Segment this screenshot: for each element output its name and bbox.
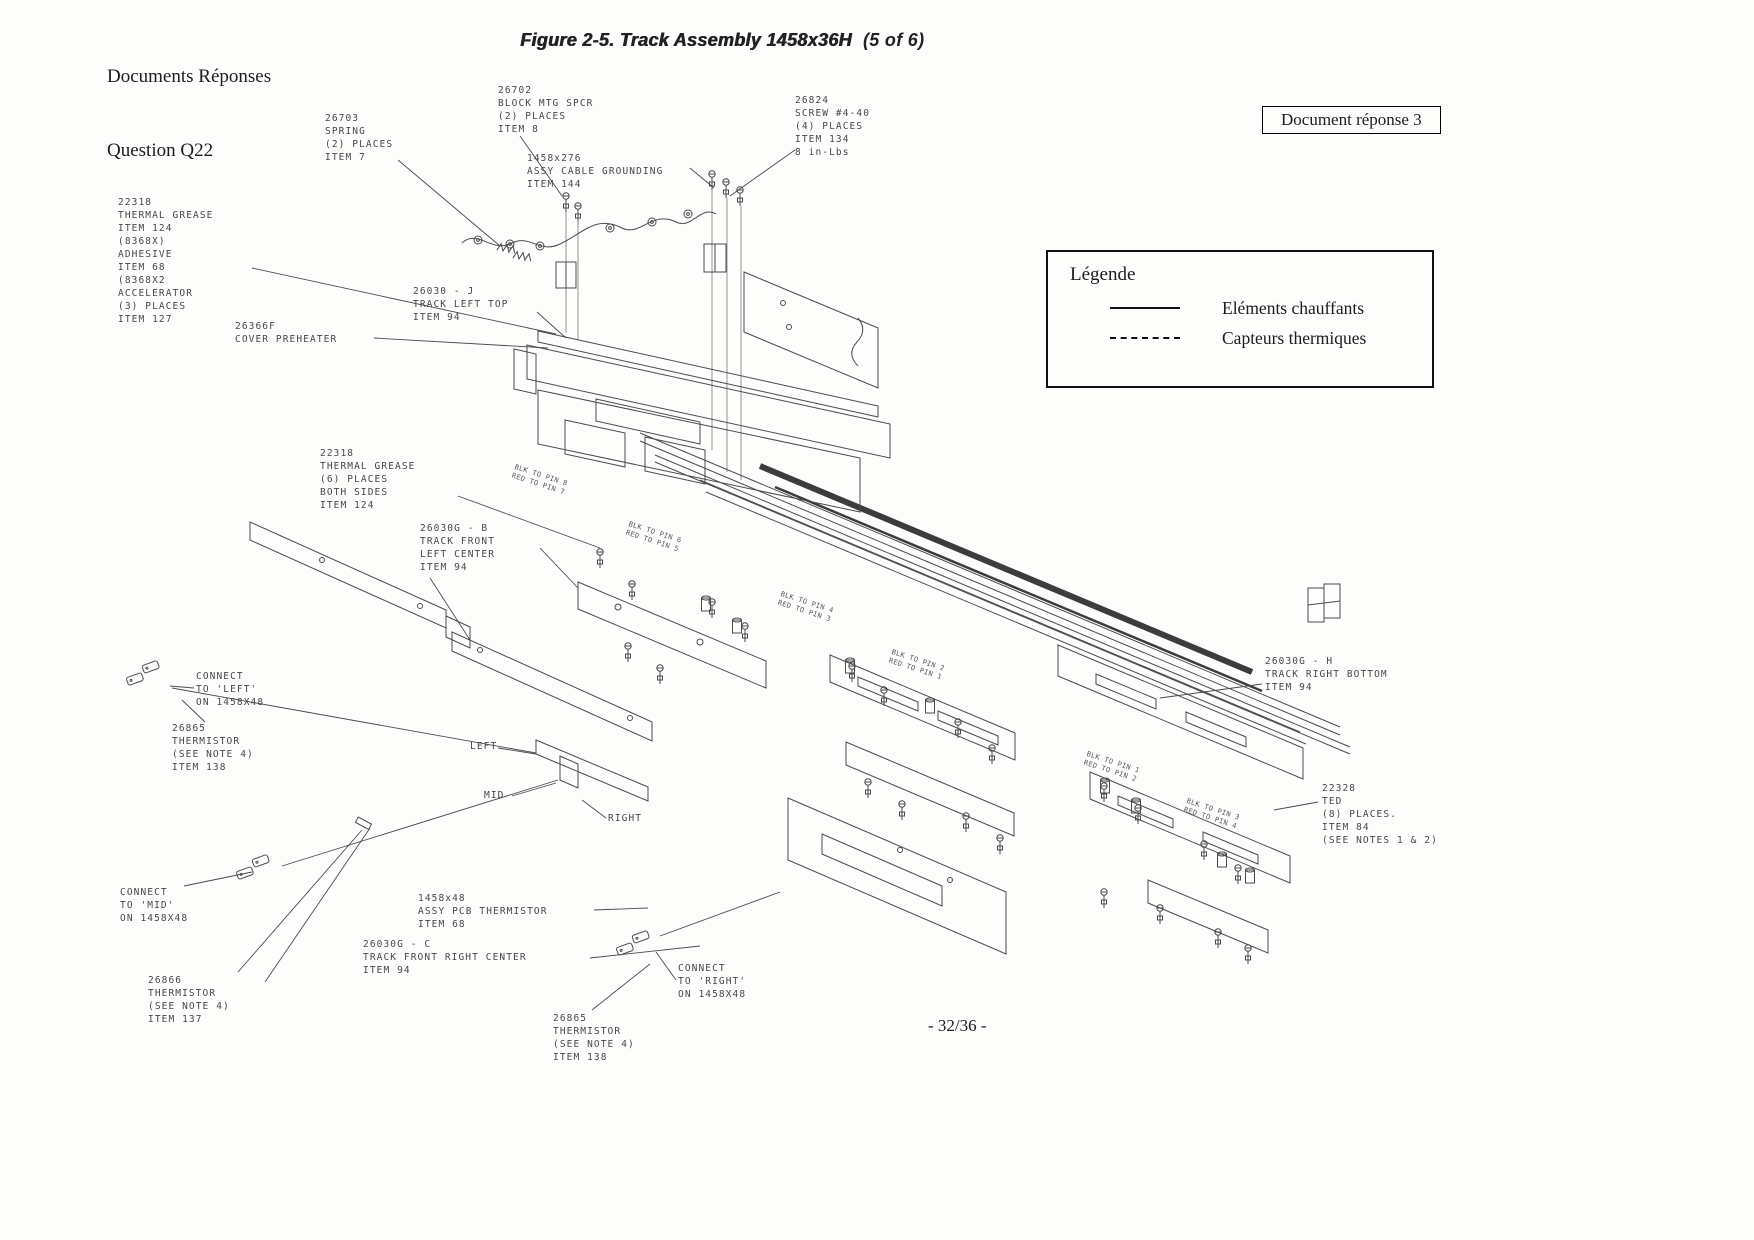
callout-connect-right: CONNECT TO 'RIGHT' ON 1458X48: [678, 963, 747, 1000]
callout-assy-cable-grounding: 1458x276 ASSY CABLE GROUNDING ITEM 144: [527, 153, 664, 190]
callout-right-marker: RIGHT: [608, 813, 643, 824]
callout-thermistor-right: 26865 THERMISTOR (SEE NOTE 4) ITEM 138: [553, 1013, 635, 1063]
documents-responses-heading: Documents Réponses: [107, 66, 272, 87]
figure-title-main: Figure 2-5. Track Assembly 1458x36H: [520, 30, 852, 50]
document-response-box: Document réponse 3: [1262, 106, 1441, 134]
callout-spring: 26703 SPRING (2) PLACES ITEM 7: [325, 113, 394, 163]
callout-track-front-right-center: 26030G - C TRACK FRONT RIGHT CENTER ITEM…: [363, 939, 527, 976]
left-plates: [249, 521, 653, 802]
leader-lines: [169, 135, 1319, 1011]
figure-title: Figure 2-5. Track Assembly 1458x36H (5 o…: [520, 30, 924, 51]
cover-assembly: [513, 271, 891, 513]
callout-assy-pcb-thermistor: 1458x48 ASSY PCB THERMISTOR ITEM 68: [418, 893, 548, 930]
connectors: [123, 659, 653, 957]
page-number: - 32/36 -: [928, 1016, 987, 1035]
grounding-cable-assembly: [461, 190, 742, 480]
callout-thermistor-mid: 26866 THERMISTOR (SEE NOTE 4) ITEM 137: [148, 975, 230, 1025]
rails: [639, 432, 1351, 755]
callout-thermal-grease-6-places: 22318 THERMAL GREASE (6) PLACES BOTH SID…: [320, 448, 416, 511]
dashed-line-sample: [1110, 337, 1180, 339]
track-segments: [577, 581, 1341, 955]
legend-label-sensors: Capteurs thermiques: [1222, 327, 1367, 348]
legend-box: Légende Eléments chauffants Capteurs the…: [1046, 250, 1434, 388]
callout-track-right-bottom: 26030G - H TRACK RIGHT BOTTOM ITEM 94: [1265, 656, 1388, 693]
callout-thermistor-left: 26865 THERMISTOR (SEE NOTE 4) ITEM 138: [172, 723, 254, 773]
document-response-label: Document réponse 3: [1281, 110, 1422, 129]
callout-cover-preheater: 26366F COVER PREHEATER: [235, 321, 338, 345]
callout-mid-marker: MID: [484, 790, 505, 801]
callout-thermal-grease-adhesive: 22318 THERMAL GREASE ITEM 124 (8368X) AD…: [118, 197, 214, 325]
callout-left-marker: LEFT: [470, 741, 498, 752]
legend-item-heating-elements: Eléments chauffants: [1110, 296, 1432, 320]
question-label: Question Q22: [107, 140, 214, 161]
legend-item-thermal-sensors: Capteurs thermiques: [1110, 326, 1432, 350]
callout-screw-4-40: 26824 SCREW #4-40 (4) PLACES ITEM 134 8 …: [795, 95, 871, 158]
solid-line-sample: [1110, 307, 1180, 309]
callout-connect-left: CONNECT TO 'LEFT' ON 1458X48: [196, 671, 265, 708]
legend-title: Légende: [1070, 264, 1136, 285]
figure-title-suffix: (5 of 6): [863, 30, 925, 50]
callout-track-front-left-center: 26030G - B TRACK FRONT LEFT CENTER ITEM …: [420, 523, 496, 573]
thermistor-wires: [171, 687, 781, 983]
callout-ted: 22328 TED (8) PLACES. ITEM 84 (SEE NOTES…: [1322, 783, 1438, 846]
callout-track-left-top: 26030 - J TRACK LEFT TOP ITEM 94: [413, 286, 509, 323]
callout-block-mtg-spcr: 26702 BLOCK MTG SPCR (2) PLACES ITEM 8: [498, 85, 594, 135]
callout-connect-mid: CONNECT TO 'MID' ON 1458X48: [120, 887, 189, 924]
legend-label-heating: Eléments chauffants: [1222, 297, 1365, 318]
